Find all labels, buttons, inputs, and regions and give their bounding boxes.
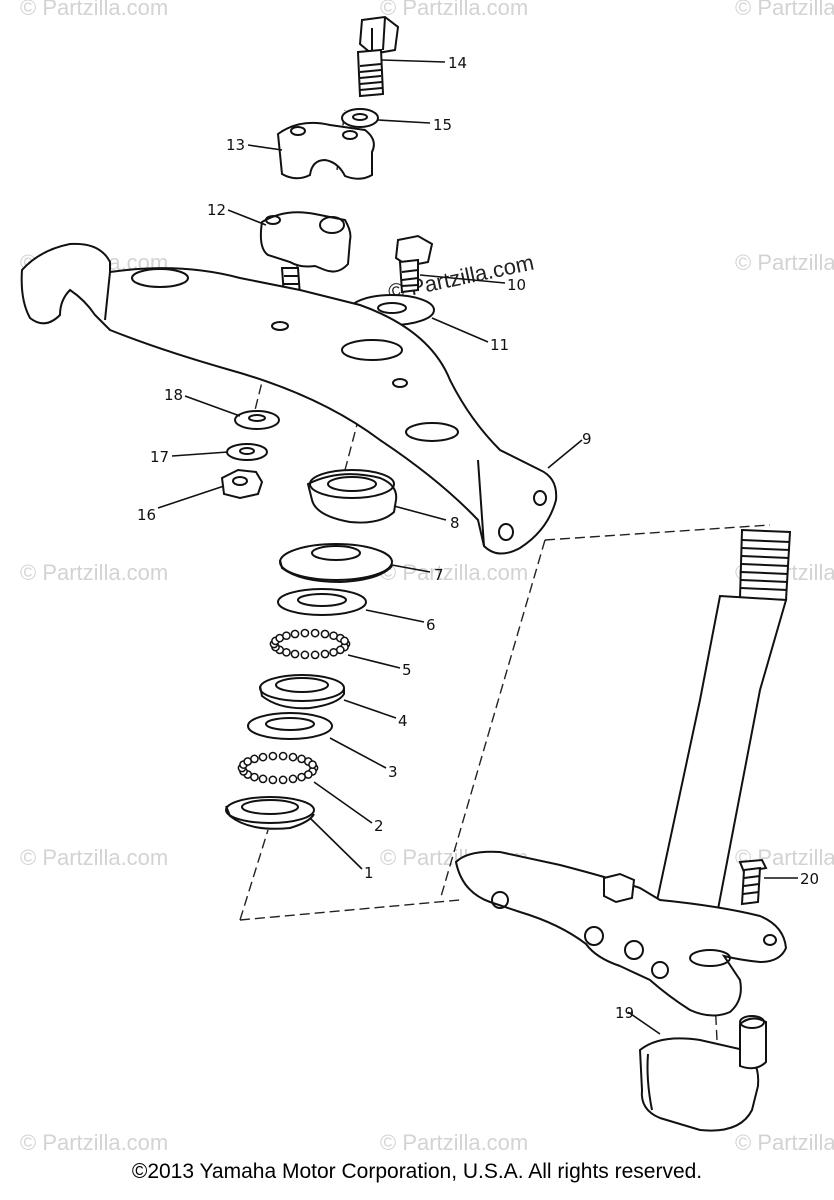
- bearing-ball: [329, 647, 338, 657]
- watermark-text: © Partzilla.com: [735, 1130, 834, 1155]
- part-15-washer: [341, 108, 379, 128]
- part-6-race: [277, 588, 367, 616]
- watermark-text: © Partzilla.com: [380, 0, 528, 20]
- bearing-ball: [290, 649, 300, 659]
- callout-10: 10: [507, 276, 526, 294]
- callout-16: 16: [137, 506, 156, 524]
- bearing-ball: [278, 751, 288, 761]
- bearing-ball: [308, 760, 317, 769]
- callout-18: 18: [164, 386, 183, 404]
- part-18-washer: [234, 410, 280, 430]
- bearing-ball: [278, 775, 288, 785]
- callout-2: 2: [374, 817, 384, 835]
- callout-7: 7: [434, 566, 444, 584]
- watermark-text: © Partzilla.com: [20, 560, 168, 585]
- bearing-ball: [250, 754, 259, 764]
- bearing-ball: [288, 752, 298, 762]
- steering-shaft-assembly: [454, 528, 792, 1017]
- bearing-ball: [258, 752, 268, 762]
- watermark-text: © Partzilla.com: [20, 1130, 168, 1155]
- callout-11: 11: [490, 336, 509, 354]
- bearing-ball: [310, 650, 320, 660]
- part-16-nut: [220, 468, 264, 500]
- callout-9: 9: [582, 430, 592, 448]
- bearing-ball: [268, 775, 278, 785]
- callout-20: 20: [800, 870, 819, 888]
- callout-5: 5: [402, 661, 412, 679]
- copyright-notice: ©2013 Yamaha Motor Corporation, U.S.A. A…: [131, 1160, 703, 1183]
- callouts: 14 15 13 12 10 11 18 17 16 9 8 7 6 5 4 3…: [137, 54, 819, 1022]
- bearing-ball: [320, 649, 330, 659]
- bearing-ball: [290, 629, 300, 639]
- bearing-ball: [258, 774, 268, 784]
- part-3-race: [247, 712, 333, 740]
- part-1-dust-seal: [225, 796, 315, 830]
- part-12-lower-holder: [259, 211, 352, 297]
- callout-13: 13: [226, 136, 245, 154]
- bearing-ball: [268, 751, 278, 761]
- part-20-bolt: [738, 858, 768, 906]
- part-5-ball-bearings: [269, 628, 351, 660]
- bearing-ball: [297, 772, 306, 782]
- bearing-ball: [310, 628, 320, 638]
- part-9-upper-bracket: [20, 242, 558, 555]
- bearing-ball: [340, 636, 349, 646]
- leader-lines: [157, 59, 798, 1035]
- callout-15: 15: [433, 116, 452, 134]
- watermark-text: © Partzilla.com: [380, 560, 528, 585]
- part-2-ball-bearings: [237, 751, 319, 785]
- callout-14: 14: [448, 54, 467, 72]
- callout-1: 1: [364, 864, 374, 882]
- part-10-bolt: [394, 234, 434, 294]
- callout-3: 3: [388, 763, 398, 781]
- bearing-ball: [320, 629, 330, 639]
- callout-6: 6: [426, 616, 436, 634]
- part-4-race: [259, 674, 345, 710]
- bearing-ball: [300, 650, 310, 660]
- bearing-ball: [300, 628, 310, 638]
- part-13-upper-clamp: [276, 121, 375, 180]
- watermark-text: © Partzilla.com: [735, 250, 834, 275]
- watermark-text: © Partzilla.com: [735, 0, 834, 20]
- part-19-steering-lock: [638, 1015, 767, 1132]
- part-8-ring-nut: [306, 469, 398, 524]
- callout-12: 12: [207, 201, 226, 219]
- part-7-cover: [279, 543, 393, 584]
- part-17-lock-washer: [226, 443, 268, 461]
- callout-8: 8: [450, 514, 460, 532]
- watermark-text: © Partzilla.com: [20, 845, 168, 870]
- bearing-ball: [288, 774, 298, 784]
- bearing-ball: [282, 631, 291, 641]
- part-14-bolt: [356, 15, 400, 98]
- callout-19: 19: [615, 1004, 634, 1022]
- watermark-text: © Partzilla.com: [20, 0, 168, 20]
- watermark-text: © Partzilla.com: [380, 1130, 528, 1155]
- callout-17: 17: [150, 448, 169, 466]
- callout-4: 4: [398, 712, 408, 730]
